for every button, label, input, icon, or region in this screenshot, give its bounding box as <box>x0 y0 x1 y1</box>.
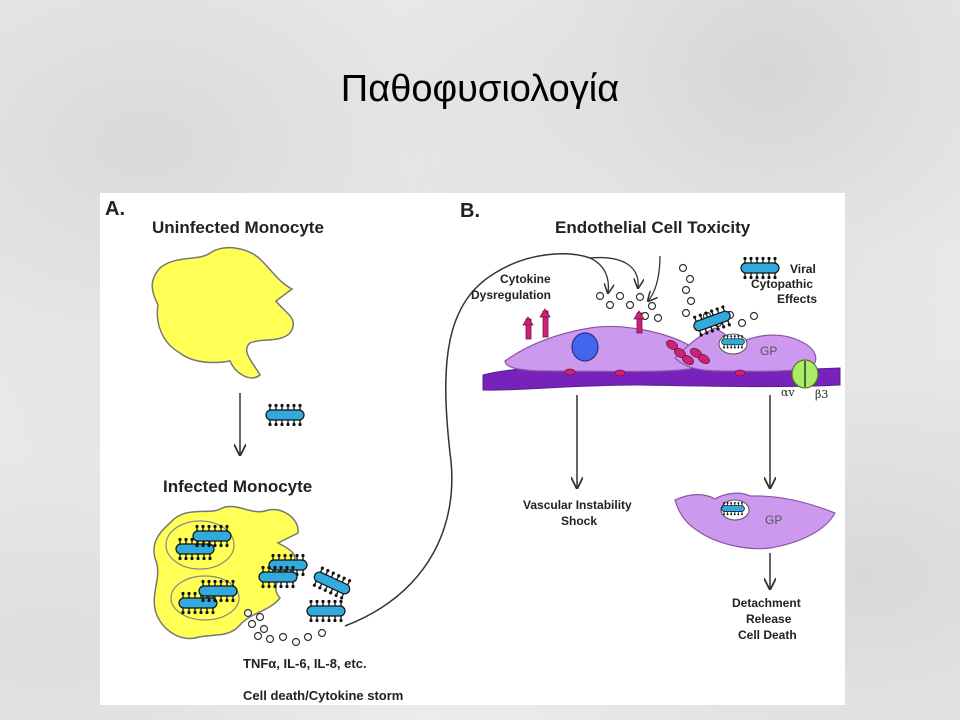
endothelial-cell <box>504 325 698 373</box>
beta-3-label: β3 <box>815 388 828 401</box>
shock-label: Shock <box>561 514 597 528</box>
cytokine-dysregulation-label-2: Dysregulation <box>471 288 551 302</box>
cytokine-storm-label: Cell death/Cytokine storm <box>243 688 403 703</box>
virion-icon <box>740 256 780 280</box>
signal-arrow <box>648 255 661 301</box>
viral-label-2: Cytopathic <box>751 277 813 291</box>
endothelial-toxicity-heading: Endothelial Cell Toxicity <box>555 218 751 237</box>
diagram-panel: A. Uninfected Monocyte Infected Monocyte… <box>100 193 845 705</box>
vacuole <box>170 575 240 621</box>
virion-icon <box>265 403 305 427</box>
viral-label-1: Viral <box>790 262 816 276</box>
gp-label-2: GP <box>765 513 782 527</box>
uninfected-monocyte <box>151 246 295 379</box>
uninfected-monocyte-heading: Uninfected Monocyte <box>152 218 324 237</box>
cytokines-label: TNFα, IL-6, IL-8, etc. <box>243 656 367 671</box>
slide-title: Παθοφυσιολογία <box>340 68 620 110</box>
detached-endothelial-cell <box>674 492 836 550</box>
receptors <box>522 308 645 340</box>
vacuole <box>165 520 235 570</box>
cell-nucleus <box>571 332 599 362</box>
panel-b-letter: B. <box>460 200 480 222</box>
cytokine-dots <box>595 263 759 328</box>
gp-label: GP <box>760 344 777 358</box>
vascular-instability-label: Vascular Instability <box>523 498 632 512</box>
cytokine-dots <box>243 608 327 647</box>
signal-arrow <box>589 256 638 288</box>
endothelial-cell <box>674 327 817 372</box>
infected-monocyte-heading: Infected Monocyte <box>163 477 312 496</box>
cell-death-label: Cell Death <box>738 628 797 642</box>
pathophysiology-diagram: A. Uninfected Monocyte Infected Monocyte… <box>105 198 841 703</box>
cytokine-dysregulation-label-1: Cytokine <box>500 272 551 286</box>
release-label: Release <box>746 612 792 626</box>
adhesion-molecules <box>564 340 746 377</box>
signal-arrow <box>589 257 608 293</box>
cytokine-pathway-curve <box>344 253 591 627</box>
virion-icon <box>309 564 355 602</box>
viral-label-3: Effects <box>777 292 817 306</box>
virion-icon <box>306 599 346 623</box>
detachment-label: Detachment <box>732 596 801 610</box>
alpha-v-label: αv <box>781 386 795 399</box>
panel-a-letter: A. <box>105 198 125 220</box>
